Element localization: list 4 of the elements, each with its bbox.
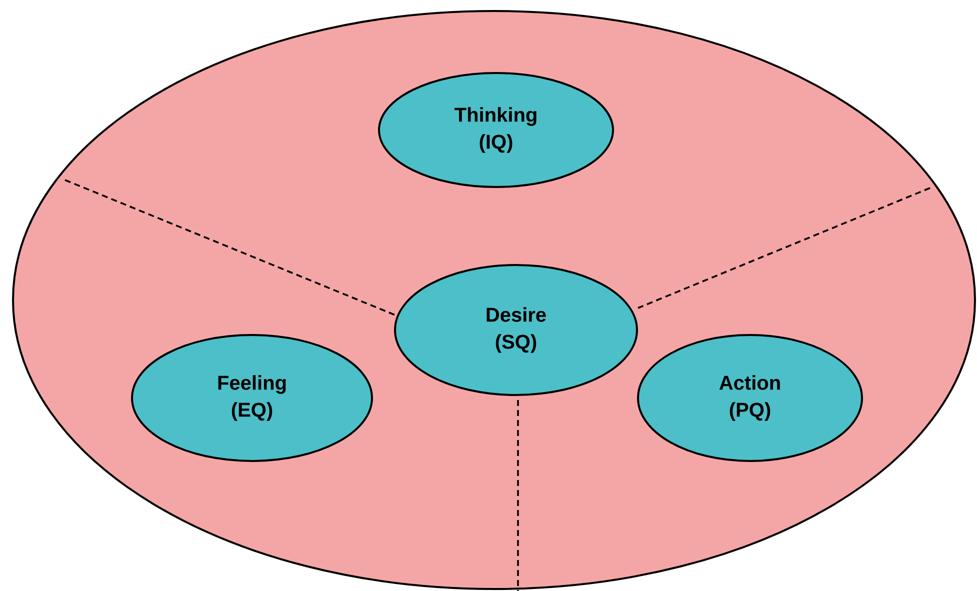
ellipse-node: Action (PQ)	[637, 334, 863, 462]
ellipse-node: Thinking (IQ)	[378, 72, 614, 188]
ellipse-node: Desire (SQ)	[394, 264, 638, 396]
ellipse-node: Feeling (EQ)	[131, 334, 373, 462]
